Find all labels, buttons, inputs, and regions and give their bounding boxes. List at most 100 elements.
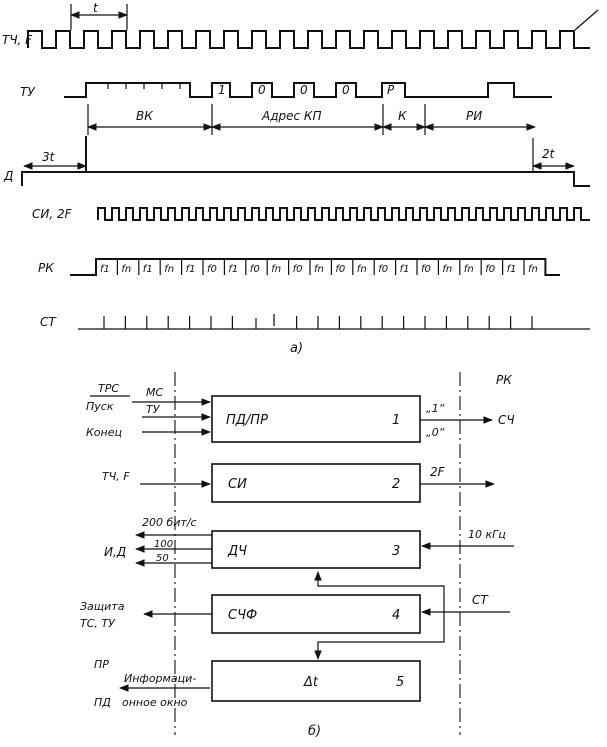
waveform-tu: [64, 82, 552, 98]
output-50: 50: [156, 553, 169, 564]
period-label: t: [93, 1, 99, 15]
waveform-si: [97, 207, 590, 221]
waveform-rk: [70, 258, 560, 276]
delay-3t: 3t: [42, 150, 56, 164]
input-pr: ПР: [94, 658, 109, 671]
block-dch: ДЧ 3: [211, 530, 421, 569]
rk-cell-18: f0: [485, 264, 495, 275]
rk-cell-16: fn: [442, 264, 452, 275]
block-pd-pr: ПД/ПР 1: [211, 395, 421, 443]
output-zashchita: Защита: [80, 600, 125, 613]
segment-k: К: [398, 109, 407, 123]
caption-a: а): [290, 341, 303, 356]
output-100: 100: [154, 539, 173, 550]
feedback-wire-dch: [314, 571, 445, 612]
rk-cell-5: f0: [207, 264, 217, 275]
tu-bit-5: Р: [387, 83, 395, 97]
rk-cell-20: fn: [528, 264, 538, 275]
tu-bit-1: 1: [218, 83, 226, 97]
si-wave: [97, 207, 590, 221]
input-pusk: Пуск: [86, 400, 114, 413]
block-dt: Δt 5: [211, 660, 421, 702]
rk-cell-4: f1: [186, 264, 196, 275]
input-info-2: онное окно: [122, 696, 188, 709]
rk-wave: [70, 258, 560, 276]
tu-bit-4: 0: [342, 83, 350, 97]
rk-cell-19: f1: [507, 264, 517, 275]
rk-cell-10: fn: [314, 264, 324, 275]
input-pd: ПД: [94, 696, 111, 709]
tu-segments: ВК Адрес КП К РИ: [87, 104, 536, 135]
block-5-num: 5: [396, 675, 404, 690]
rk-cell-8: fn: [271, 264, 281, 275]
tu-ticks: [107, 83, 181, 89]
output-ts-tu: ТС, ТУ: [80, 617, 116, 630]
rk-cell-2: f1: [143, 264, 153, 275]
tu-wave: [64, 82, 552, 98]
block-4-label: СЧФ: [228, 608, 257, 623]
segment-vk: ВК: [136, 109, 153, 123]
label-st: СТ: [40, 315, 57, 329]
rk-cell-15: f0: [421, 264, 431, 275]
block-1-num: 1: [392, 413, 400, 428]
block-schf: СЧФ 4: [211, 594, 421, 634]
block-si: СИ 2: [211, 463, 421, 503]
rk-cell-7: f0: [250, 264, 260, 275]
delay-markers: 3t 2t: [23, 138, 575, 172]
rk-cell-13: f0: [378, 264, 388, 275]
block-3-label: ДЧ: [227, 544, 247, 559]
input-trs: ТРС: [98, 382, 119, 395]
tch-wave: [27, 30, 590, 49]
input-tch: ТЧ, F: [102, 470, 130, 483]
input-ms: МС: [146, 386, 163, 399]
block-1-label: ПД/ПР: [226, 413, 268, 428]
rk-cell-9: f0: [293, 264, 303, 275]
rk-cell-11: f0: [335, 264, 345, 275]
rk-cell-17: fn: [464, 264, 474, 275]
rk-cell-1: fn: [121, 264, 131, 275]
caption-b: б): [308, 724, 321, 739]
rk-cell-labels: f1 fn f1 fn f1 f0 f1 f0 fn f0 fn f0 fn f0 f1 f0 fn fn f0 f1…: [100, 259, 538, 275]
input-st: СТ: [472, 593, 489, 607]
label-si: СИ, 2F: [32, 207, 73, 221]
delay-2t: 2t: [542, 147, 556, 161]
timing-diagram: ТЧ, F ТУ Д СИ, 2F РК СТ t 1 0 0 0 Р: [2, 1, 599, 356]
input-tu: ТУ: [146, 403, 161, 416]
tch-continuation-mark: [574, 9, 599, 31]
waveform-tch: [27, 30, 590, 49]
block-2-num: 2: [392, 477, 400, 492]
st-wave: [78, 314, 590, 330]
segment-ri: РИ: [466, 109, 482, 123]
output-200bit: 200 бит/с: [142, 516, 197, 529]
feedback-wire-st: [314, 612, 445, 660]
block-4-num: 4: [392, 608, 400, 623]
rk-cell-14: f1: [400, 264, 410, 275]
rk-cell-12: fn: [357, 264, 367, 275]
block-5-label: Δt: [303, 675, 319, 690]
period-marker: t: [70, 1, 128, 30]
output-id: И,Д: [104, 545, 126, 559]
waveform-d: [21, 136, 590, 187]
label-tch: ТЧ, F: [2, 33, 33, 47]
block-2-label: СИ: [228, 477, 247, 492]
rk-cell-6: f1: [228, 264, 238, 275]
output-zero: „0“: [426, 426, 445, 439]
output-one: „1“: [426, 402, 445, 415]
rk-cell-0: f1: [100, 264, 110, 275]
rk-cell-3: fn: [164, 264, 174, 275]
output-rk: РК: [496, 373, 512, 387]
label-rk: РК: [38, 261, 54, 275]
block-3-num: 3: [392, 544, 400, 559]
output-sch: СЧ: [498, 413, 515, 427]
label-tu: ТУ: [20, 85, 35, 99]
d-wave: [21, 136, 590, 187]
input-konec: Конец: [86, 426, 122, 439]
tu-bit-2: 0: [258, 83, 266, 97]
waveform-st: [78, 314, 590, 330]
tu-bit-3: 0: [300, 83, 308, 97]
segment-address: Адрес КП: [261, 109, 321, 123]
block-diagram: ПД/ПР 1 СИ 2 ДЧ 3 СЧФ 4 Δt 5 ТРС Пуск МС: [80, 372, 515, 739]
input-info-1: Информаци-: [124, 672, 196, 685]
output-2f: 2F: [430, 465, 446, 479]
